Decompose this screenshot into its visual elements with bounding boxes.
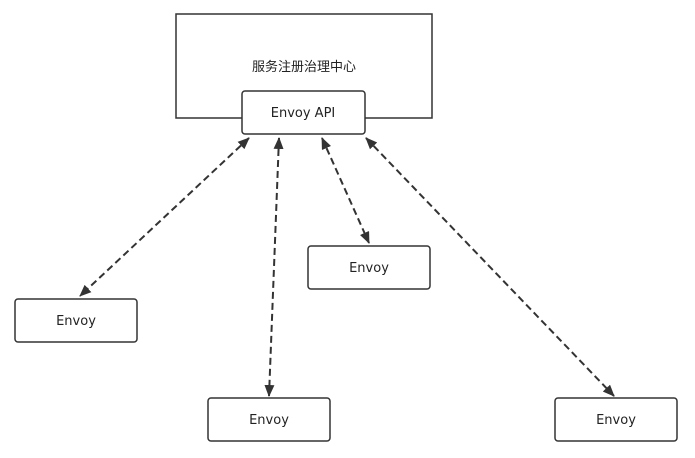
envoy-api-node: Envoy API <box>241 90 366 135</box>
envoy-node-label: Envoy <box>596 413 636 428</box>
envoy-node-label: Envoy <box>349 261 389 276</box>
registry-center-label: 服务注册治理中心 <box>252 59 356 75</box>
connector-api-to-envoy-left <box>79 137 250 297</box>
connector-api-to-envoy-bottom <box>264 137 284 397</box>
envoy-node-label: Envoy <box>249 413 289 428</box>
envoy-node-left: Envoy <box>14 298 138 343</box>
envoy-node-bottom: Envoy <box>207 397 331 442</box>
envoy-node-middle: Envoy <box>307 245 431 290</box>
envoy-node-label: Envoy <box>56 314 96 329</box>
envoy-api-label: Envoy API <box>271 106 336 121</box>
envoy-node-right: Envoy <box>554 397 678 442</box>
connector-api-to-envoy-middle <box>321 137 370 244</box>
connector-api-to-envoy-right <box>365 137 615 397</box>
